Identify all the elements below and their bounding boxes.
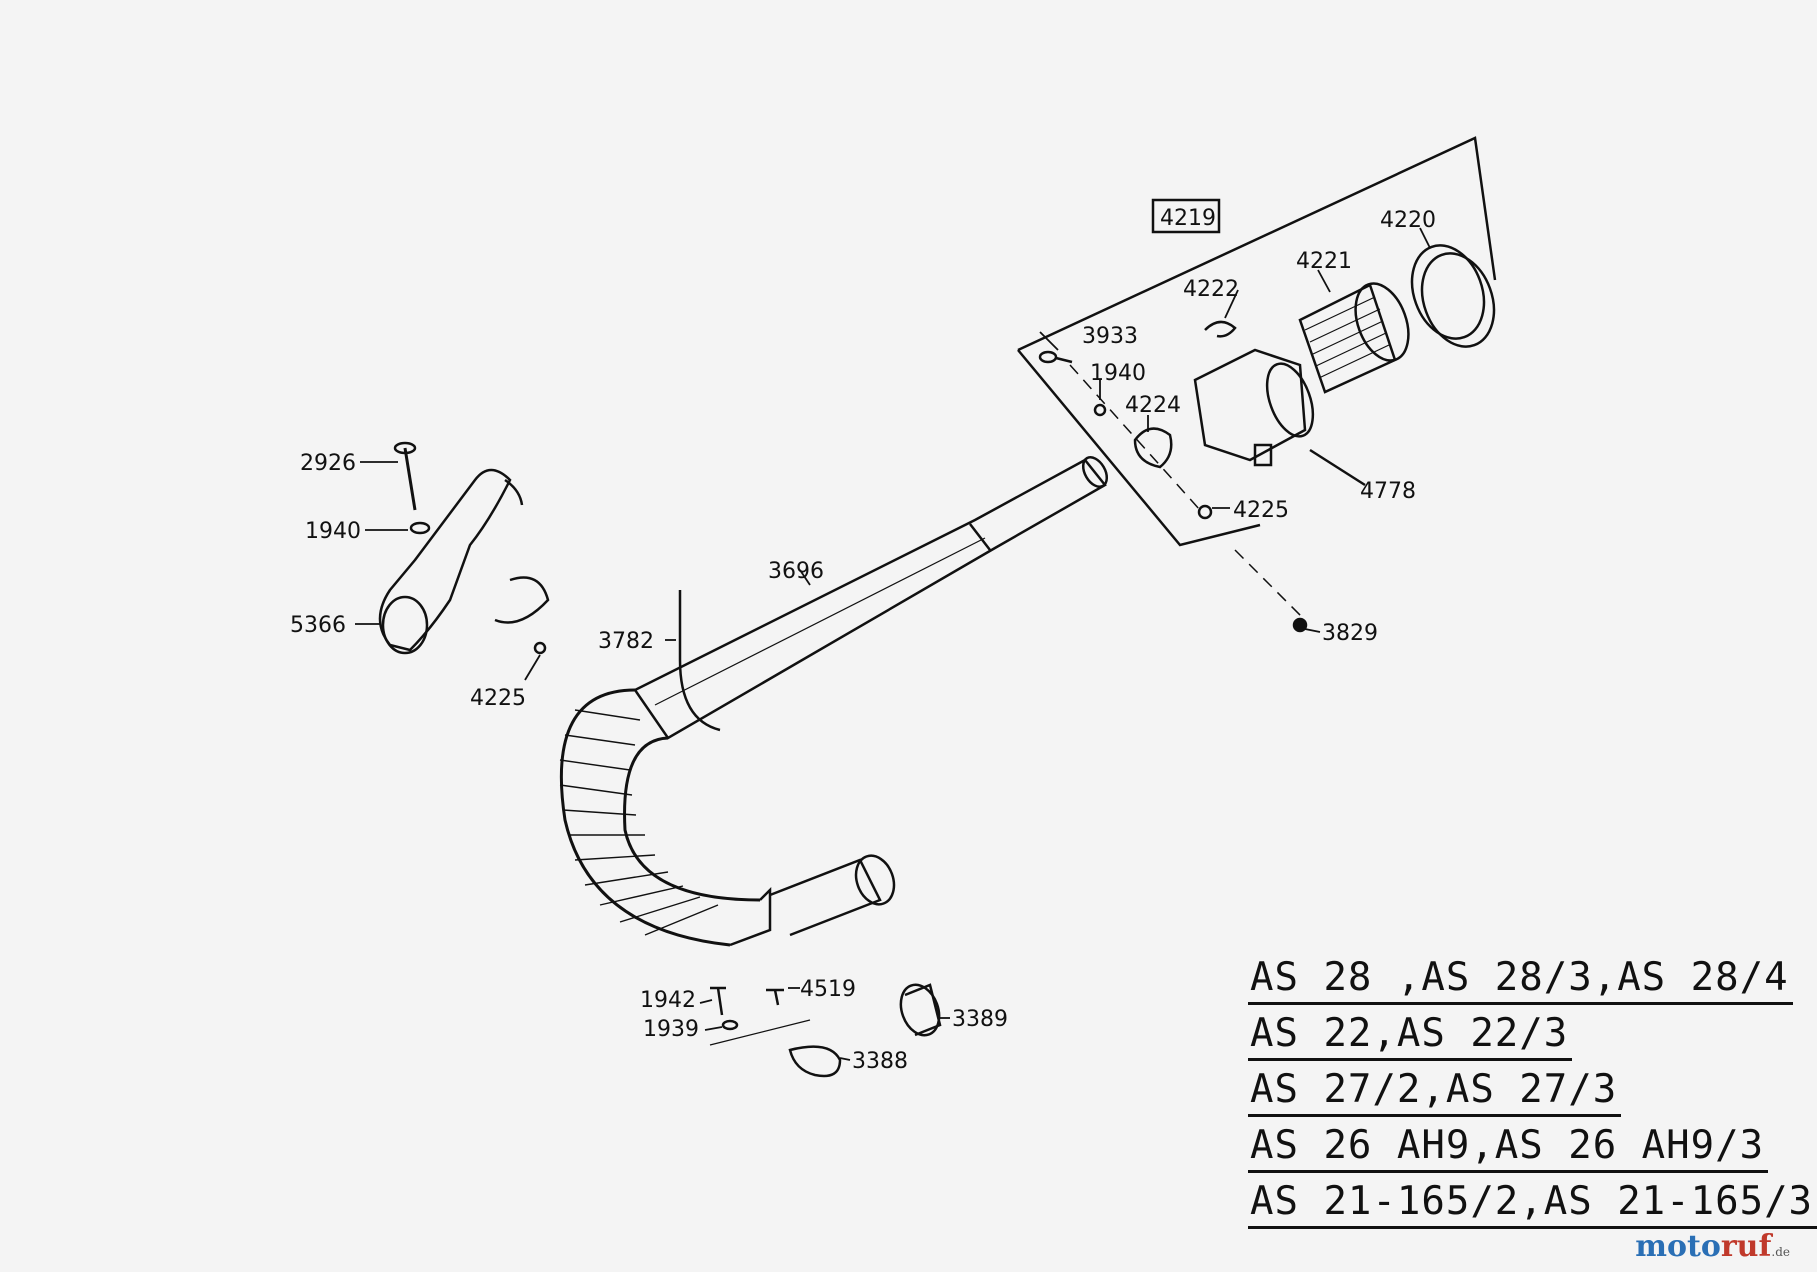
- part-label-4224: 4224: [1125, 393, 1181, 418]
- model-line-5: AS 21-165/2,AS 21-165/3: [1248, 1179, 1817, 1229]
- part-label-4778: 4778: [1360, 479, 1416, 504]
- part-label-3933: 3933: [1082, 324, 1138, 349]
- model-line-1: AS 28 ,AS 28/3,AS 28/4: [1248, 955, 1793, 1005]
- part-label-3782: 3782: [598, 629, 654, 654]
- part-label-1940-bracket: 1940: [305, 519, 361, 544]
- part-label-5366: 5366: [290, 613, 346, 638]
- part-label-1942: 1942: [640, 988, 696, 1013]
- part-label-3829: 3829: [1322, 621, 1378, 646]
- part-label-3389: 3389: [952, 1007, 1008, 1032]
- valve-4224: [1133, 427, 1173, 469]
- air-filter-panel: [1017, 136, 1497, 547]
- label-box-4219: [1151, 198, 1221, 234]
- part-label-3696: 3696: [768, 559, 824, 584]
- throttle-bracket-5366: [378, 441, 550, 655]
- cap-3389: [899, 983, 942, 1037]
- filter-cover-4220: [1410, 244, 1496, 348]
- model-list: AS 28 ,AS 28/3,AS 28/4 AS 22,AS 22/3 AS …: [1248, 955, 1817, 1235]
- part-label-4221: 4221: [1296, 249, 1352, 274]
- part-label-1939: 1939: [643, 1017, 699, 1042]
- part-label-4225-bracket: 4225: [470, 686, 526, 711]
- clamp-3388: [709, 1019, 842, 1078]
- brand-logo: motoruf.de: [1635, 1229, 1790, 1264]
- part-label-2926: 2926: [300, 451, 356, 476]
- part-label-4222: 4222: [1183, 277, 1239, 302]
- tube-3696: [633, 456, 1109, 740]
- clip-4222: [1204, 320, 1237, 338]
- end-fitting: [729, 854, 896, 947]
- panel-fasteners: [1038, 350, 1213, 520]
- part-label-1940-panel: 1940: [1090, 361, 1146, 386]
- part-label-4220: 4220: [1380, 208, 1436, 233]
- hose-screws: [710, 986, 784, 1031]
- filter-housing-4778: [1193, 348, 1366, 487]
- bellows-hose: [559, 688, 761, 947]
- filter-element-4221: [1298, 282, 1410, 394]
- model-line-3: AS 27/2,AS 27/3: [1248, 1067, 1622, 1117]
- part-label-4219: 4219: [1160, 206, 1216, 231]
- leader-lines: [355, 227, 1431, 1061]
- part-label-4225-panel: 4225: [1233, 498, 1289, 523]
- model-line-2: AS 22,AS 22/3: [1248, 1011, 1573, 1061]
- wire-3782: [678, 590, 721, 732]
- model-line-4: AS 26 AH9,AS 26 AH9/3: [1248, 1123, 1769, 1173]
- part-label-4519: 4519: [800, 977, 856, 1002]
- part-label-3388: 3388: [852, 1049, 908, 1074]
